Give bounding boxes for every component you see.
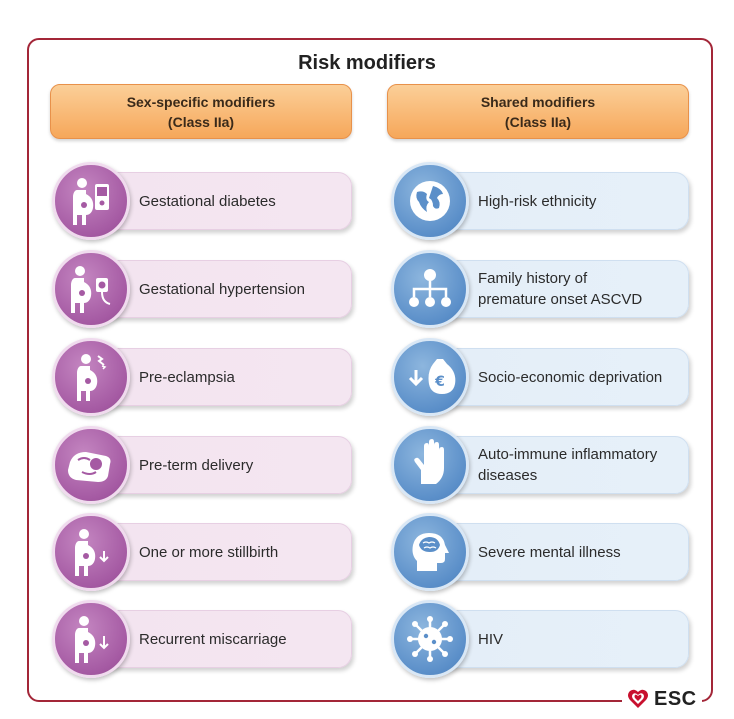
modifier-label-line2: diseases — [478, 467, 538, 484]
brain-head-icon — [391, 513, 469, 591]
modifier-family-history: Family history of premature onset ASCVD — [391, 250, 689, 330]
virus-icon — [391, 600, 469, 678]
modifier-label: Severe mental illness — [478, 543, 621, 561]
modifier-pre-eclampsia: Pre-eclampsia — [52, 338, 352, 418]
svg-text:€: € — [434, 374, 445, 390]
modifier-label-line1: Auto-immune inflammatory — [478, 446, 658, 463]
modifier-label-group: Family history of premature onset ASCVD — [478, 268, 642, 310]
outer-frame — [27, 38, 713, 702]
modifier-label: One or more stillbirth — [139, 543, 279, 561]
sex-specific-header-class: (Class IIa) — [167, 113, 235, 130]
pregnant-alert-icon — [52, 338, 130, 416]
family-tree-icon — [391, 250, 469, 328]
modifier-pre-term-delivery: Pre-term delivery — [52, 426, 352, 506]
modifier-label: Pre-eclampsia — [139, 368, 235, 386]
pregnant-down-arrow-icon — [52, 513, 130, 591]
modifier-stillbirth: One or more stillbirth — [52, 513, 352, 593]
modifier-label: Recurrent miscarriage — [139, 630, 287, 648]
pregnant-blood-pressure-icon — [52, 250, 130, 328]
heart-logo-icon — [626, 687, 650, 711]
modifier-label-group: Auto-immune inflammatory diseases — [478, 444, 657, 486]
hand-icon — [391, 426, 469, 504]
modifier-label: Pre-term delivery — [139, 456, 254, 474]
shared-header-class: (Class IIa) — [504, 113, 572, 130]
modifier-recurrent-miscarriage: Recurrent miscarriage — [52, 600, 352, 680]
logo-text: ESC — [654, 687, 697, 710]
modifier-label: Socio-economic deprivation — [478, 368, 663, 386]
modifier-pill: Pre-eclampsia — [84, 348, 352, 406]
modifier-mental-illness: Severe mental illness — [391, 513, 689, 593]
modifier-label: HIV — [478, 630, 504, 648]
newborn-icon — [52, 426, 130, 504]
modifier-pill: Socio-economic deprivation — [423, 348, 689, 406]
sex-specific-header: Sex-specific modifiers (Class IIa) — [50, 84, 352, 139]
modifier-auto-immune: Auto-immune inflammatory diseases — [391, 426, 689, 506]
modifier-label-line2: premature onset ASCVD — [478, 291, 643, 308]
modifier-label-line1: Family history of — [478, 270, 588, 287]
modifier-socio-economic: Socio-economic deprivation € — [391, 338, 689, 418]
modifier-high-risk-ethnicity: High-risk ethnicity — [391, 162, 689, 242]
shared-header-title: Shared modifiers — [480, 93, 596, 110]
esc-logo: ESC — [622, 684, 702, 714]
page-title: Risk modifiers — [298, 52, 436, 74]
pregnant-miscarriage-icon — [52, 600, 130, 678]
modifier-gestational-diabetes: Gestational diabetes — [52, 162, 352, 242]
modifier-pill: Gestational hypertension — [84, 260, 352, 318]
sex-specific-header-title: Sex-specific modifiers — [126, 93, 276, 110]
modifier-gestational-hypertension: Gestational hypertension — [52, 250, 352, 330]
pregnant-glucometer-icon — [52, 162, 130, 240]
modifier-hiv: HIV — [391, 600, 689, 680]
shared-header: Shared modifiers (Class IIa) — [387, 84, 689, 139]
globe-icon — [391, 162, 469, 240]
modifier-label: Gestational hypertension — [139, 280, 305, 298]
money-bag-euro-icon: € — [391, 338, 469, 416]
modifier-label: Gestational diabetes — [139, 192, 276, 210]
modifier-label: High-risk ethnicity — [478, 192, 597, 210]
